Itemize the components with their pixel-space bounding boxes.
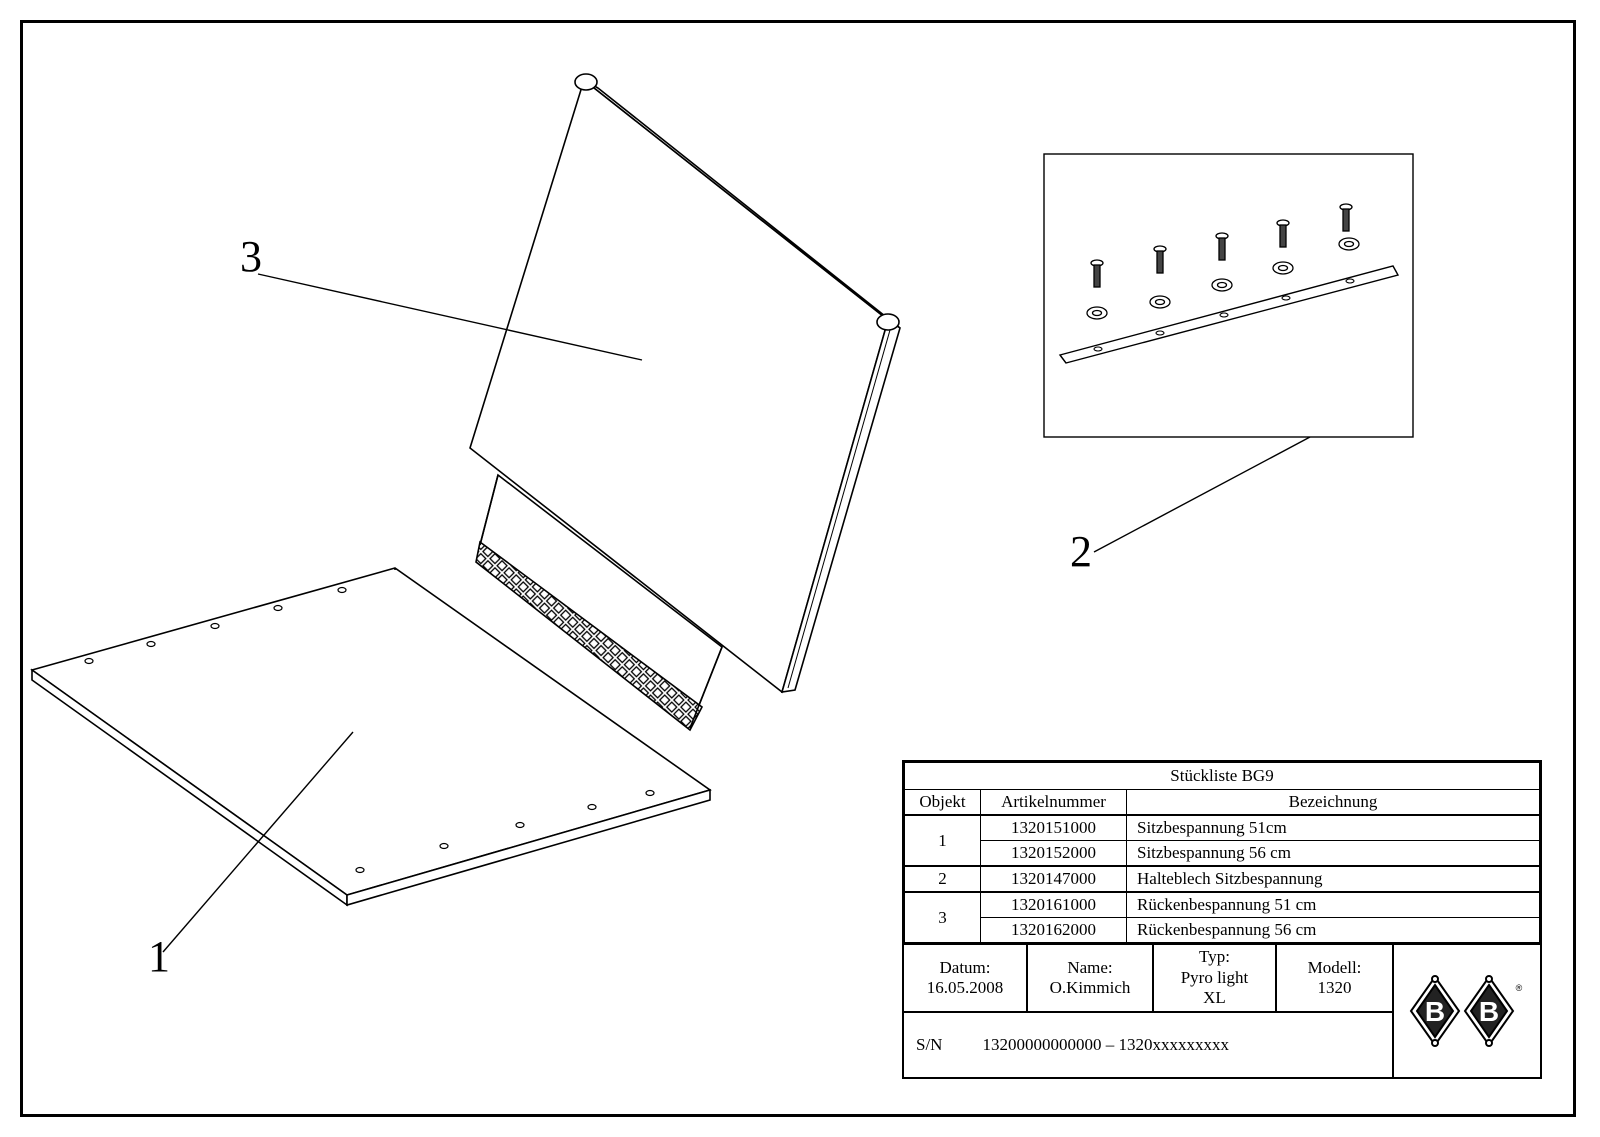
cell-artikelnummer: 1320151000 bbox=[980, 814, 1127, 841]
bb-logo-mark: B B ® bbox=[1409, 975, 1523, 1047]
cell-bezeichnung: Sitzbespannung 56 cm bbox=[1126, 840, 1540, 867]
parts-list-table: Stückliste BG9 Objekt Artikelnummer Beze… bbox=[904, 762, 1540, 943]
table-row: 3 1320161000 Rückenbespannung 51 cm bbox=[904, 891, 1540, 943]
table-row: 1 1320151000 Sitzbespannung 51cm bbox=[904, 814, 1540, 867]
cell-objekt: 2 bbox=[904, 865, 981, 893]
sn-value: 13200000000000 – 1320xxxxxxxxx bbox=[982, 1035, 1229, 1054]
datum-label: Datum: bbox=[939, 957, 991, 977]
logo-registered-mark: ® bbox=[1516, 983, 1523, 993]
cell-artikelnummer: 1320162000 bbox=[980, 917, 1127, 943]
serial-number-row: S/N 13200000000000 – 1320xxxxxxxxx bbox=[904, 1013, 1392, 1077]
header-artikelnummer: Artikelnummer bbox=[980, 789, 1127, 816]
header-objekt: Objekt bbox=[904, 789, 981, 816]
leader-lines bbox=[162, 273, 1311, 953]
title-block-info: Datum: 16.05.2008 Name: O.Kimmich Typ: P… bbox=[904, 943, 1540, 1077]
typ-value-line-1: Pyro light bbox=[1180, 967, 1249, 987]
table-row: 2 1320147000 Halteblech Sitzbespannung bbox=[904, 865, 1540, 893]
screw-set bbox=[1086, 203, 1360, 320]
cell-bezeichnung: Rückenbespannung 51 cm bbox=[1126, 891, 1540, 918]
modell-value: 1320 bbox=[1317, 978, 1352, 997]
table-row: 1320162000 Rückenbespannung 56 cm bbox=[905, 917, 1540, 943]
logo-letter-right: B bbox=[1479, 996, 1499, 1027]
company-logo: B B ® bbox=[1392, 945, 1540, 1077]
typ-field: Typ: Pyro light XL bbox=[1154, 945, 1277, 1011]
modell-field: Modell: 1320 bbox=[1277, 945, 1392, 1011]
back-panel-part-3 bbox=[469, 73, 901, 732]
callout-1: 1 bbox=[148, 932, 170, 981]
modell-label: Modell: bbox=[1307, 957, 1362, 977]
retaining-strip-detail-part-2 bbox=[1043, 153, 1414, 438]
leader-line-1 bbox=[162, 731, 354, 953]
typ-value-line-2: XL bbox=[1203, 988, 1226, 1008]
cell-objekt: 3 bbox=[904, 891, 981, 943]
datum-value: 16.05.2008 bbox=[926, 978, 1004, 997]
name-label: Name: bbox=[1067, 957, 1113, 977]
cell-bezeichnung: Sitzbespannung 51cm bbox=[1126, 814, 1540, 841]
parts-list-title: Stückliste BG9 bbox=[904, 762, 1540, 790]
parts-list-title-block: Stückliste BG9 Objekt Artikelnummer Beze… bbox=[902, 760, 1542, 1079]
cell-bezeichnung: Rückenbespannung 56 cm bbox=[1126, 917, 1540, 943]
typ-label: Typ: bbox=[1199, 947, 1230, 967]
datum-field: Datum: 16.05.2008 bbox=[904, 945, 1028, 1011]
name-field: Name: O.Kimmich bbox=[1028, 945, 1154, 1011]
cell-artikelnummer: 1320147000 bbox=[980, 865, 1127, 893]
cell-bezeichnung: Halteblech Sitzbespannung bbox=[1126, 865, 1540, 893]
table-row: 1320152000 Sitzbespannung 56 cm bbox=[905, 840, 1540, 867]
leader-line-3 bbox=[257, 273, 643, 361]
cell-artikelnummer: 1320152000 bbox=[980, 840, 1127, 867]
seat-plate-part-1 bbox=[30, 567, 712, 907]
callout-3: 3 bbox=[240, 232, 262, 281]
name-value: O.Kimmich bbox=[1049, 978, 1131, 997]
drawing-frame bbox=[20, 20, 1576, 1117]
logo-letter-left: B bbox=[1425, 996, 1445, 1027]
cell-artikelnummer: 1320161000 bbox=[980, 891, 1127, 918]
header-bezeichnung: Bezeichnung bbox=[1126, 789, 1540, 816]
callout-2: 2 bbox=[1070, 527, 1092, 576]
cell-objekt: 1 bbox=[904, 814, 981, 867]
sn-label: S/N bbox=[916, 1035, 943, 1054]
leader-line-2 bbox=[1093, 436, 1311, 553]
